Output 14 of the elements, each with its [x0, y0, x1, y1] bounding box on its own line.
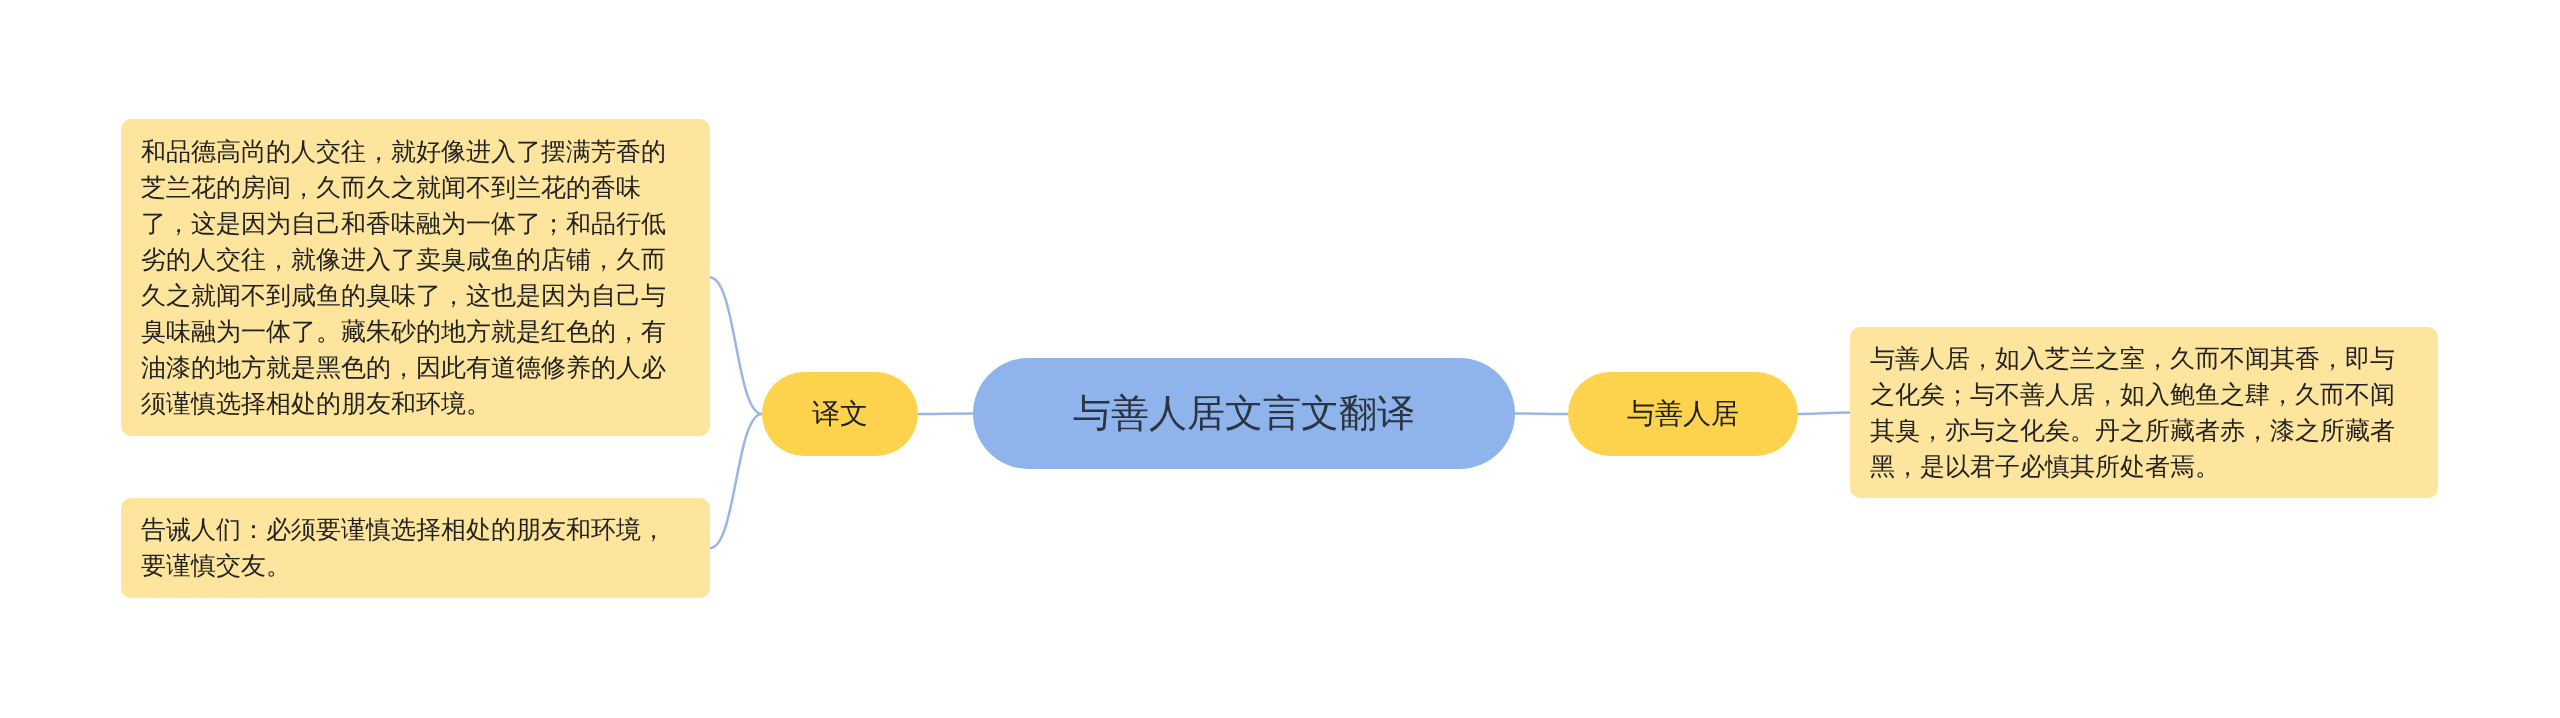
topic-label: 与善人居	[1627, 396, 1739, 432]
connector-line	[1515, 412, 1568, 416]
paragraph: 告诫人们：必须要谨慎选择相处的朋友和环境，要谨慎交友。	[141, 514, 667, 582]
topic-label: 与善人居文言文翻译	[1073, 390, 1415, 437]
connector-line	[918, 412, 973, 416]
text-card	[1850, 327, 2438, 498]
text-card	[121, 498, 710, 598]
paragraph: 与善人居，如入芝兰之室，久而不闻其香，即与之化矣；与不善人居，如入鲍鱼之肆，久而不闻其臭，亦与之化矣。丹之所藏者赤，漆之所藏者黑，是以君子必慎其所处者焉。	[1870, 342, 2396, 483]
connector-line	[1798, 411, 1850, 416]
paragraph: 和品德高尚的人交往，就好像进入了摆满芳香的芝兰花的房间，久而久之就闻不到兰花的香味了，这是因为自己和香味融为一体了；和品行低劣的人交往，就像进入了卖臭咸鱼的店铺，久而久之就闻不到咸鱼的臭味了，这也是因为自己与臭味融为一体了。藏朱砂的地方就是红色的，有油漆的地方就是黑色的，因此有道德修养的人必须谨慎选择相处的朋友和环境。	[141, 135, 667, 420]
topic-label: 译文	[812, 396, 868, 432]
text-card	[121, 119, 710, 436]
connector-line	[709, 276, 763, 416]
connector-line	[709, 412, 763, 550]
